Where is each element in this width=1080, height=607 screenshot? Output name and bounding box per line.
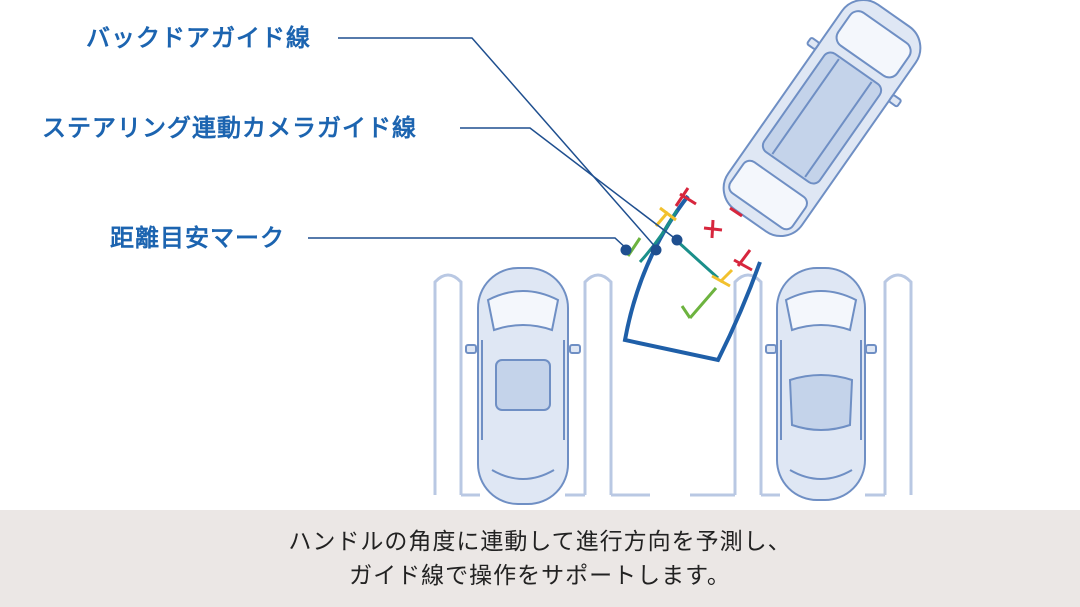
parking-post-2 <box>583 273 613 495</box>
mark-yellow-right <box>711 268 734 288</box>
mark-red-dash <box>729 206 743 218</box>
reversing-car <box>722 0 922 237</box>
label-back-door-guide: バックドアガイド線 <box>86 24 311 52</box>
parking-post-3 <box>733 273 763 495</box>
dot-distance-mark <box>620 244 632 256</box>
label-steering-guide: ステアリング連動カメラガイド線 <box>42 114 417 142</box>
caption-panel: ハンドルの角度に連動して進行方向を予測し、 ガイド線で操作をサポートします。 <box>0 510 1080 607</box>
leader-dots <box>620 234 683 256</box>
mark-red-cross <box>703 219 723 239</box>
caption-line-1: ハンドルの角度に連動して進行方向を予測し、 <box>288 528 792 555</box>
parking-post-4 <box>883 273 913 495</box>
mark-yellow-left <box>654 206 677 227</box>
dot-back-guide <box>650 244 662 256</box>
leader-distance-mark <box>308 237 629 251</box>
label-distance-mark: 距離目安マーク <box>110 224 285 252</box>
diagram-canvas <box>308 0 922 505</box>
parked-car-right <box>765 267 877 501</box>
parking-frames <box>433 273 913 497</box>
mark-red-left <box>674 187 697 207</box>
leader-steering-guide <box>460 127 678 241</box>
leader-lines <box>308 37 678 251</box>
leader-back-guide <box>338 37 659 251</box>
mark-green-right <box>680 287 718 319</box>
dot-steering-guide <box>671 234 683 246</box>
parking-illustration: バックドアガイド線 ステアリング連動カメラガイド線 距離目安マーク <box>42 0 922 505</box>
parking-post-1 <box>433 273 463 495</box>
mark-red-right <box>733 249 753 272</box>
caption-line-2: ガイド線で操作をサポートします。 <box>349 562 731 589</box>
parked-car-left <box>465 267 581 505</box>
